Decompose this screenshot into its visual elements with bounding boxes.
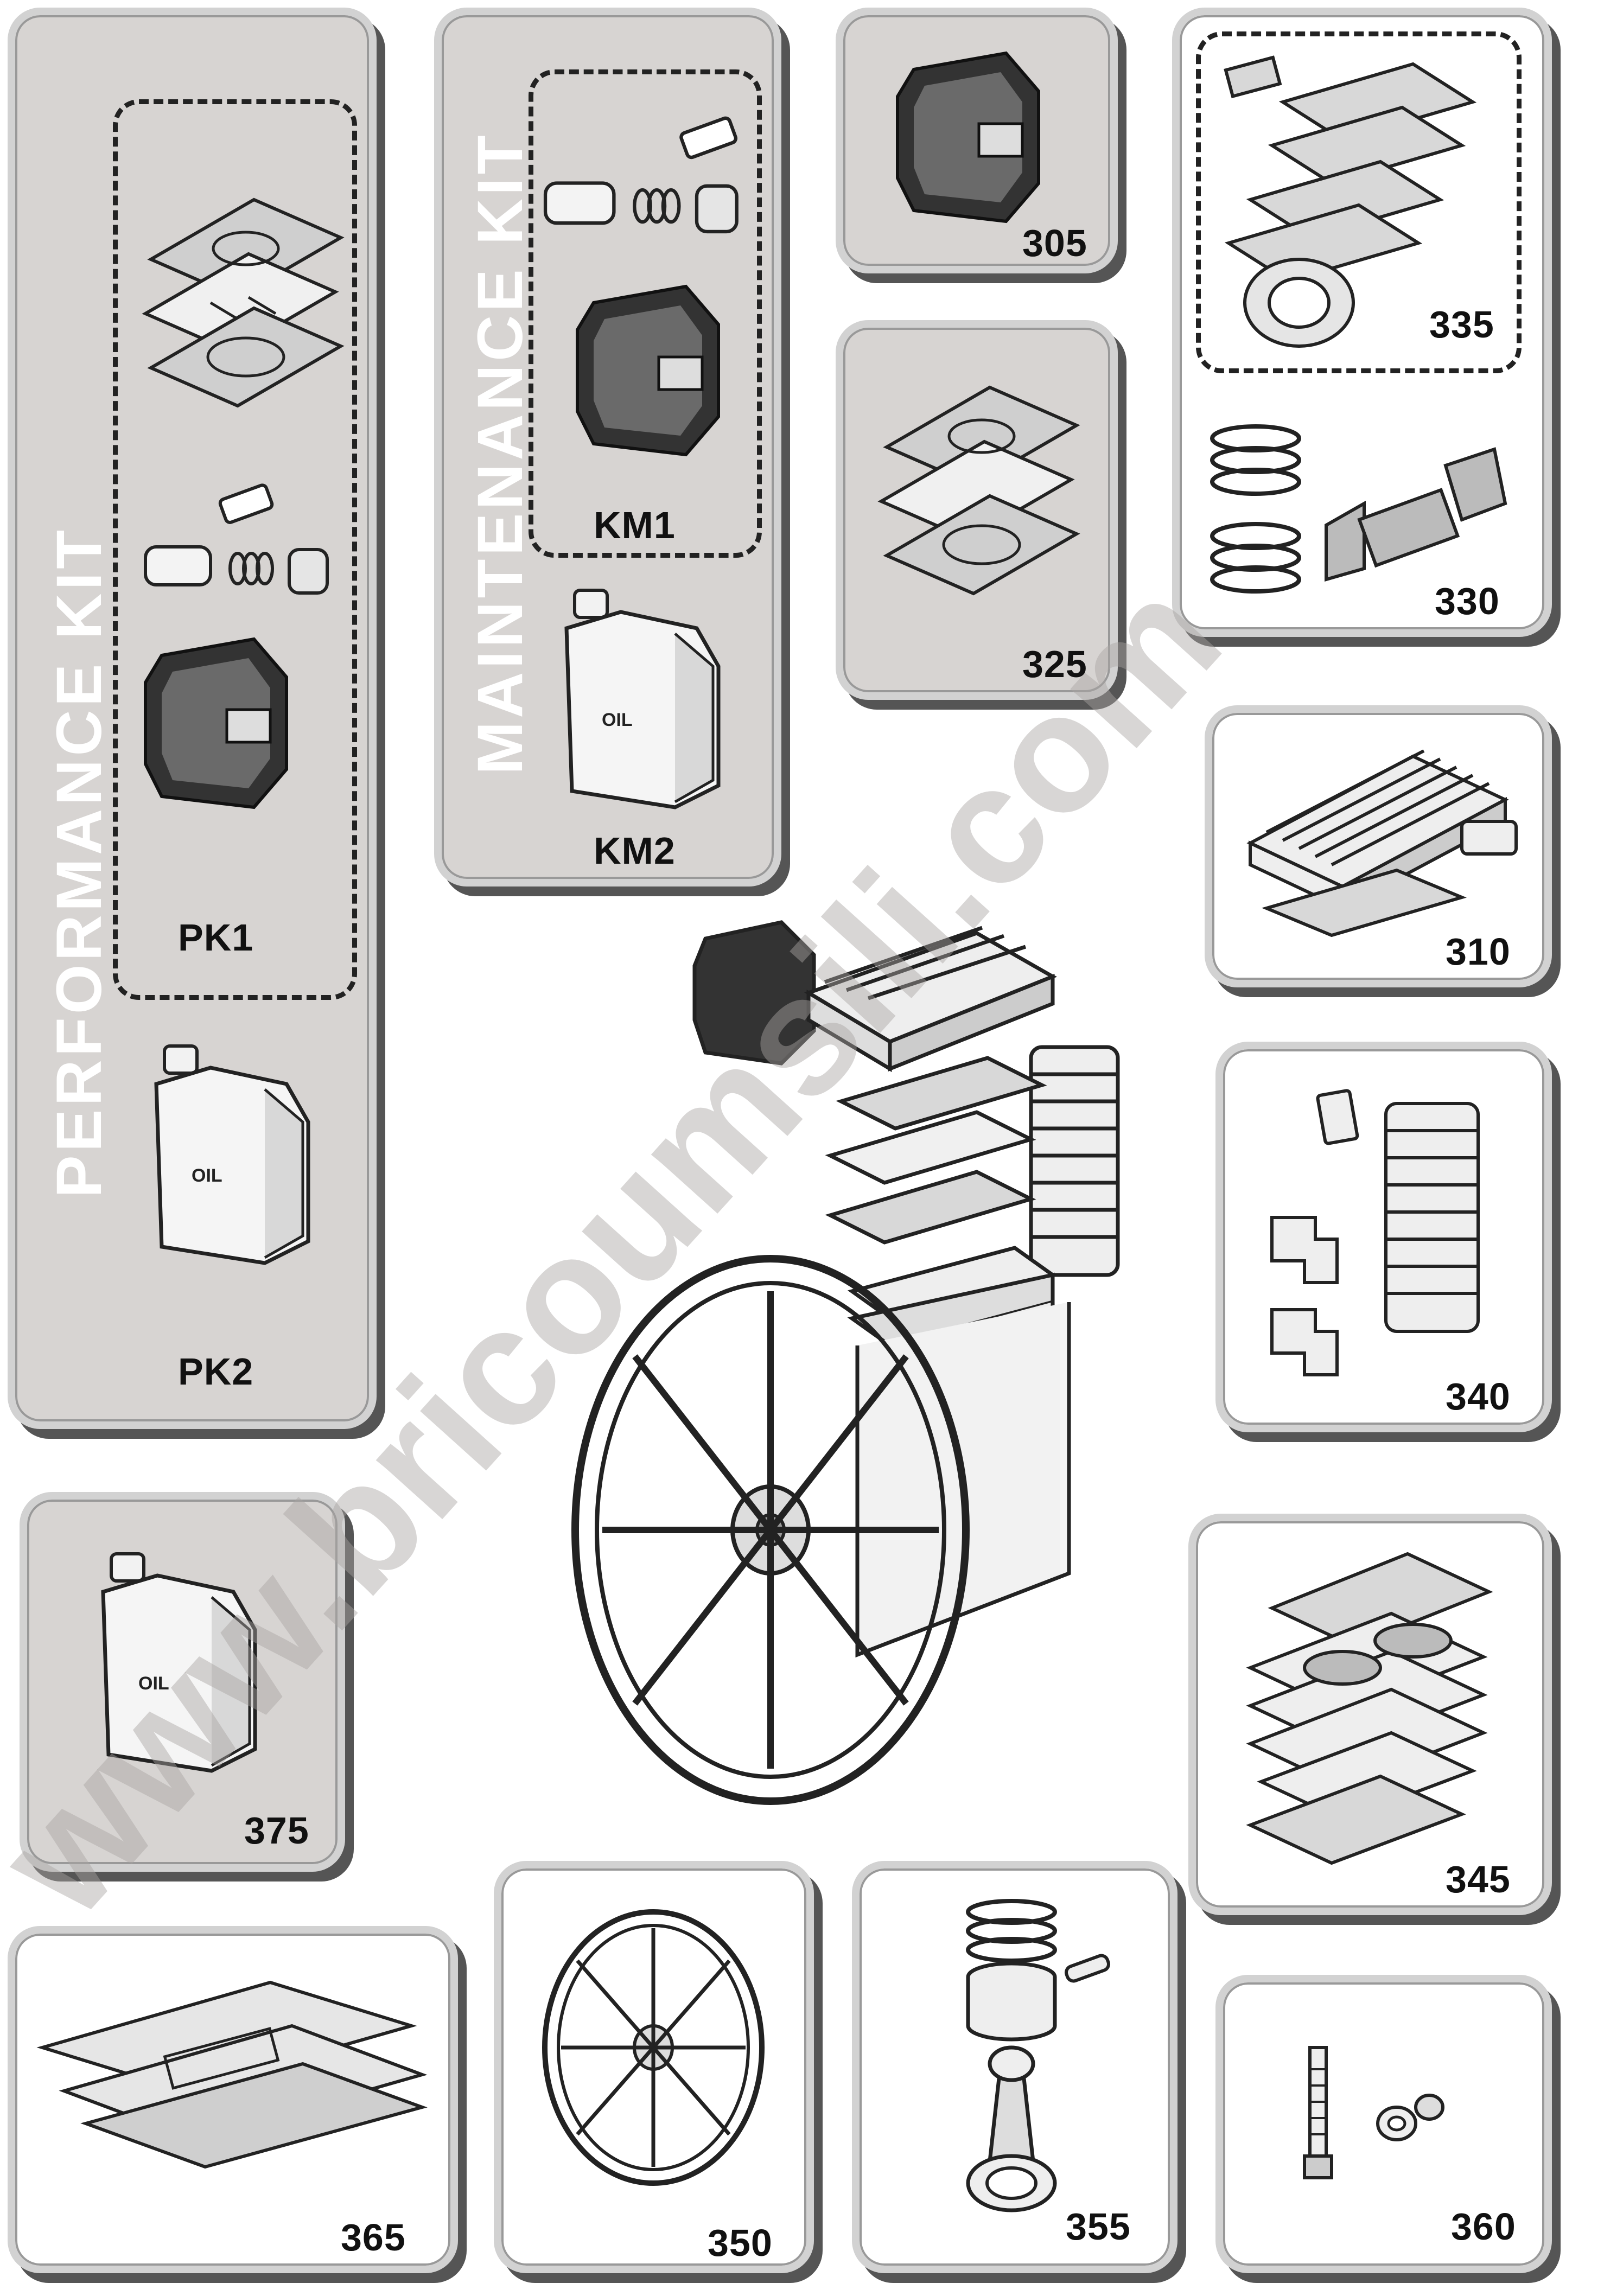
part-325-panel: 325 xyxy=(836,320,1118,700)
performance-kit-title: PERFORMANCE KIT xyxy=(43,526,115,1198)
gasket-set-335-icon xyxy=(1224,55,1477,348)
part-355-panel: 355 xyxy=(852,1861,1177,2273)
part-345-panel: 345 xyxy=(1188,1514,1552,1915)
piston-ring-bearing-330-icon xyxy=(1210,424,1507,594)
part-365-panel: 365 xyxy=(8,1926,458,2273)
part-365-label: 365 xyxy=(341,2216,406,2259)
km1-group xyxy=(529,69,762,558)
part-350-panel: 350 xyxy=(494,1861,814,2273)
bolt-washer-360-icon xyxy=(1303,2046,1444,2179)
part-360-label: 360 xyxy=(1451,2205,1516,2248)
base-plate-gasket-365-icon xyxy=(36,1980,428,2169)
performance-kit-panel: PERFORMANCE KIT PK1 OIL PK2 xyxy=(8,8,377,1429)
km2-label: KM2 xyxy=(594,830,676,872)
svg-text:OIL: OIL xyxy=(138,1673,169,1694)
maintenance-kit-panel: MAINTENANCE KIT KM1 OIL KM2 xyxy=(434,8,781,886)
pk1-label: PK1 xyxy=(178,916,254,959)
air-filter-305-icon xyxy=(896,51,1040,224)
km-oil-can-icon: OIL xyxy=(564,589,721,809)
oil-can-icon: OIL xyxy=(154,1044,310,1265)
svg-text:OIL: OIL xyxy=(192,1165,222,1186)
part-375-panel: OIL 375 xyxy=(20,1492,345,1872)
km-air-filter-icon xyxy=(576,284,720,457)
part-310-panel: 310 xyxy=(1205,705,1552,987)
maintenance-kit-title: MAINTENANCE KIT xyxy=(464,132,536,775)
compressor-assembly-icon xyxy=(571,920,1120,1805)
part-305-label: 305 xyxy=(1022,222,1087,264)
part-345-label: 345 xyxy=(1446,1858,1511,1900)
part-330-label: 330 xyxy=(1435,580,1500,622)
part-340-panel: 340 xyxy=(1215,1042,1552,1432)
part-360-panel: 360 xyxy=(1215,1975,1552,2273)
part-335-330-panel: 335 330 xyxy=(1172,8,1552,637)
cylinder-345-icon xyxy=(1246,1552,1493,1865)
part-340-label: 340 xyxy=(1446,1375,1511,1418)
part-305-panel: 305 xyxy=(836,8,1118,273)
pk1-group xyxy=(113,99,357,1000)
oil-can-375-icon: OIL xyxy=(101,1552,257,1773)
intake-fitting-icon xyxy=(144,483,329,595)
part-350-label: 350 xyxy=(708,2222,773,2264)
pk2-label: PK2 xyxy=(178,1350,254,1393)
km-intake-fitting-icon xyxy=(543,116,739,234)
air-filter-icon xyxy=(144,637,288,809)
valve-plate-gasket-set-icon xyxy=(142,197,345,408)
piston-conrod-355-icon xyxy=(966,1899,1110,2212)
flywheel-350-icon xyxy=(542,1909,765,2186)
part-375-label: 375 xyxy=(244,1809,309,1852)
cooler-manifold-340-icon xyxy=(1270,1089,1480,1376)
km1-label: KM1 xyxy=(594,504,676,546)
valve-plate-325-icon xyxy=(877,385,1080,596)
part-310-label: 310 xyxy=(1446,930,1511,973)
cylinder-head-310-icon xyxy=(1246,749,1518,937)
svg-text:OIL: OIL xyxy=(602,710,633,730)
part-335-group xyxy=(1196,31,1522,373)
part-355-label: 355 xyxy=(1066,2205,1131,2248)
part-325-label: 325 xyxy=(1022,643,1087,685)
part-335-label: 335 xyxy=(1429,303,1494,346)
